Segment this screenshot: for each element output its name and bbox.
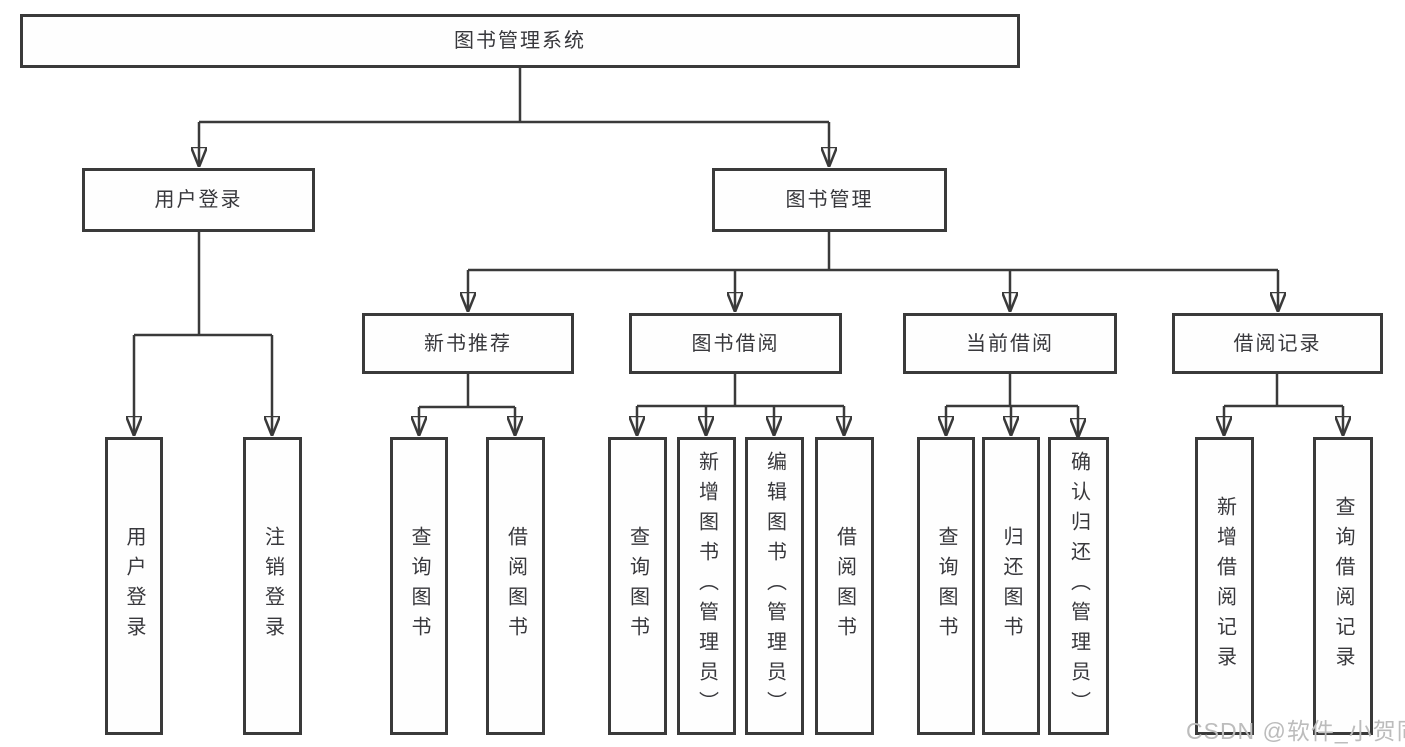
leaf-add-books-admin: 新增图书（管理员） [677, 437, 736, 735]
node-borrowing-records: 借阅记录 [1172, 313, 1383, 374]
edge-new-book-rec-rail [419, 374, 515, 409]
node-book-borrowing: 图书借阅 [629, 313, 842, 374]
leaf-query-borrow-record: 查询借阅记录 [1313, 437, 1373, 735]
node-new-book-recommendation: 新书推荐 [362, 313, 574, 374]
leaf-edit-books-admin: 编辑图书（管理员） [745, 437, 804, 735]
leaf-query-books: 查询图书 [917, 437, 975, 735]
leaf-query-books: 查询图书 [390, 437, 448, 735]
edge-borrow-records-rail [1224, 374, 1343, 408]
leaf-logout: 注销登录 [243, 437, 302, 735]
edge-current-borrow-rail [946, 374, 1078, 408]
leaf-user-login: 用户登录 [105, 437, 163, 735]
edge-user-login-rail [134, 232, 272, 337]
leaf-return-books: 归还图书 [982, 437, 1040, 735]
leaf-query-books: 查询图书 [608, 437, 667, 735]
edge-root-rail [199, 68, 829, 124]
leaf-add-borrow-record: 新增借阅记录 [1195, 437, 1254, 735]
node-library-management-system: 图书管理系统 [20, 14, 1020, 68]
csdn-watermark: CSDN @软件_小贺同学 [1186, 718, 1405, 744]
node-current-borrowing: 当前借阅 [903, 313, 1117, 374]
leaf-borrow-books: 借阅图书 [815, 437, 874, 735]
leaf-confirm-return-admin: 确认归还（管理员） [1048, 437, 1109, 735]
leaf-borrow-books: 借阅图书 [486, 437, 545, 735]
node-user-login: 用户登录 [82, 168, 315, 232]
edge-book-mgmt-rail [468, 232, 1278, 272]
node-book-management: 图书管理 [712, 168, 947, 232]
edge-book-borrow-rail [637, 374, 844, 408]
